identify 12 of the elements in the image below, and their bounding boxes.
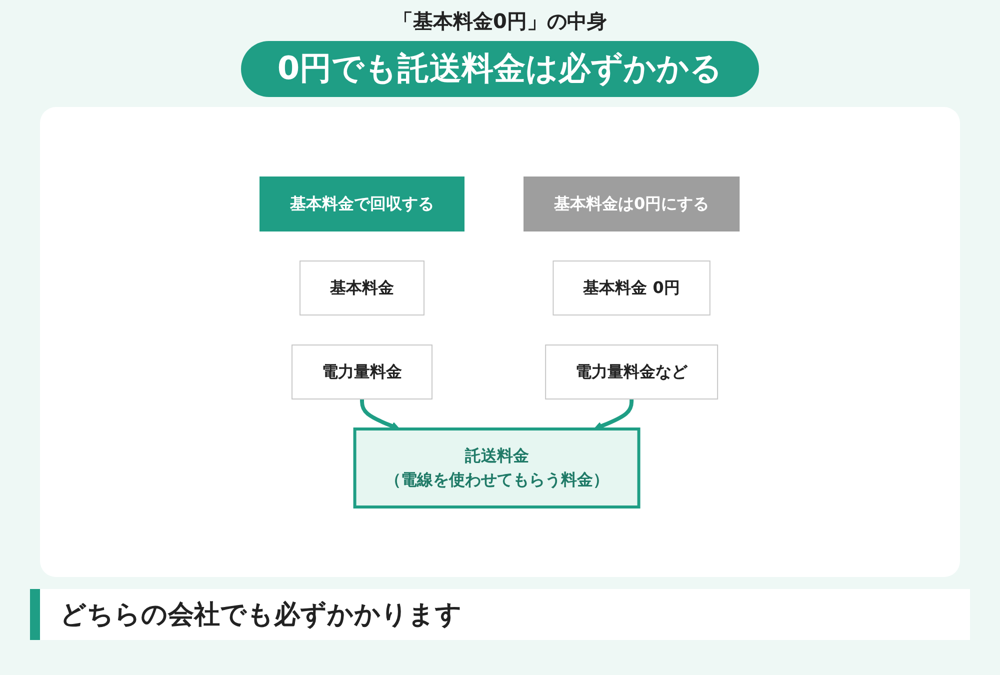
kicker-text: 「基本料金0円」の中身	[392, 8, 608, 35]
node-box: 基本料金は0円にする	[524, 176, 740, 232]
arrow	[594, 399, 634, 430]
node-box: 基本料金 0円	[553, 260, 711, 316]
node-box: 電力量料金など	[546, 344, 718, 400]
node-box: 託送料金 （電線を使わせてもらう料金）	[354, 428, 641, 508]
caption-bar: どちらの会社でも必ずかかります	[30, 589, 970, 640]
title-banner: 0円でも託送料金は必ずかかる	[241, 41, 759, 97]
node-box: 電力量料金	[292, 344, 433, 400]
node-box: 基本料金で回収する	[260, 176, 465, 232]
arrow	[360, 399, 400, 430]
node-box: 基本料金	[300, 260, 425, 316]
